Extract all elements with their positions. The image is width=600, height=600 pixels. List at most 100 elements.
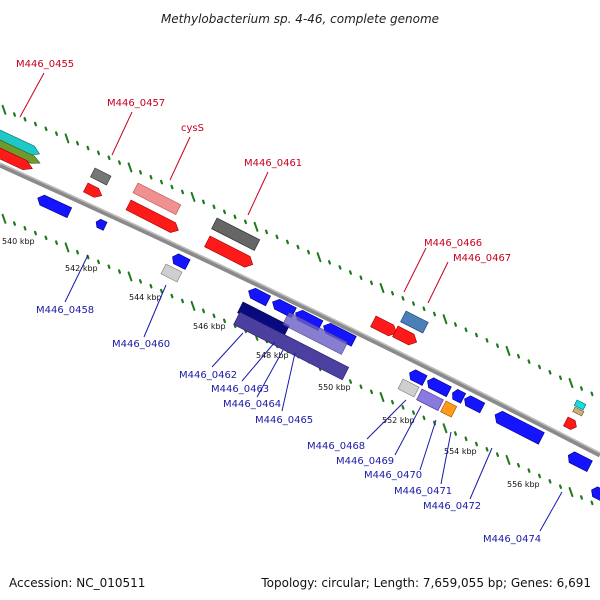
gene-arrow[interactable] — [90, 167, 112, 186]
gene-arrow[interactable] — [246, 286, 272, 307]
gene-label[interactable]: M446_0455 — [16, 59, 74, 70]
gene-label[interactable]: M446_0467 — [453, 253, 511, 264]
outer-tick-mark — [212, 204, 216, 210]
gene-label[interactable]: M446_0461 — [244, 158, 302, 169]
inner-tick-mark — [107, 264, 111, 270]
gene-arrow[interactable] — [282, 311, 349, 355]
kbp-label: 554 kbp — [444, 447, 477, 456]
inner-tick-mark — [212, 313, 216, 319]
gene-arrow[interactable] — [204, 235, 256, 270]
gene-arrow[interactable] — [233, 311, 350, 381]
inner-tick-mark — [369, 389, 374, 395]
gene-label[interactable]: M446_0472 — [423, 501, 481, 512]
outer-tick-mark — [474, 332, 479, 338]
gene-label[interactable]: M446_0462 — [179, 370, 237, 381]
genome-backbone-highlight — [0, 162, 600, 454]
outer-tick-mark — [117, 160, 122, 165]
map-title: Methylobacterium sp. 4-46, complete geno… — [161, 12, 439, 26]
gene-arrow[interactable] — [492, 409, 545, 445]
outer-tick-mark — [548, 370, 552, 375]
inner-tick-mark — [422, 415, 426, 421]
gene-arrow[interactable] — [0, 126, 42, 166]
gene-label[interactable]: M446_0470 — [364, 470, 422, 481]
inner-tick-mark — [495, 452, 500, 457]
forward-leader-lines — [19, 72, 449, 304]
outer-tick-mark — [442, 314, 448, 325]
gene-arrow[interactable] — [392, 325, 420, 348]
reverse-strand-genes — [35, 193, 600, 502]
outer-tick-mark — [33, 121, 38, 127]
inner-tick-mark — [485, 447, 489, 452]
gene-label[interactable]: M446_0471 — [394, 486, 452, 497]
outer-tick-mark — [379, 283, 385, 294]
forward-strand-genes — [0, 116, 587, 431]
gene-arrow[interactable] — [573, 399, 587, 411]
reverse-leader-lines — [64, 254, 563, 532]
inner-tick-mark — [548, 479, 552, 484]
inner-tick-mark — [442, 423, 448, 434]
outer-tick-mark — [590, 391, 594, 397]
kbp-label: 548 kbp — [256, 351, 289, 360]
gene-arrow[interactable] — [370, 315, 400, 338]
inner-tick-mark — [170, 293, 174, 299]
gene-label[interactable]: M446_0474 — [483, 534, 541, 545]
inner-tick-mark — [474, 441, 479, 447]
kbp-label: 540 kbp — [2, 237, 35, 246]
outer-tick-mark — [201, 199, 206, 205]
outer-tick-mark — [190, 191, 196, 202]
gene-label[interactable]: M446_0463 — [211, 384, 269, 395]
gene-arrow[interactable] — [211, 217, 261, 251]
gene-arrow[interactable] — [125, 199, 181, 235]
gene-label[interactable]: M446_0460 — [112, 339, 170, 350]
outer-tick-mark — [432, 311, 437, 317]
inner-tick-mark — [117, 269, 122, 274]
gene-arrow[interactable] — [450, 388, 467, 404]
outer-tick-mark — [107, 155, 111, 161]
outer-tick-mark — [411, 301, 416, 306]
kbp-label: 550 kbp — [318, 383, 351, 392]
gene-arrow[interactable] — [94, 218, 108, 231]
outer-tick-mark — [253, 221, 259, 232]
gene-arrow[interactable] — [440, 400, 458, 418]
inner-tick-mark — [23, 225, 27, 231]
genome-info-text: Topology: circular; Length: 7,659,055 bp… — [261, 576, 591, 590]
gene-arrow[interactable] — [566, 450, 593, 472]
gene-label[interactable]: M446_0457 — [107, 98, 165, 109]
outer-tick-mark — [401, 296, 405, 301]
inner-tick-mark — [348, 379, 353, 384]
gene-label[interactable]: M446_0469 — [336, 456, 394, 467]
gene-label[interactable]: M446_0458 — [36, 305, 94, 316]
gene-arrow[interactable] — [132, 182, 182, 215]
gene-label[interactable]: M446_0468 — [307, 441, 365, 452]
gene-arrow[interactable] — [83, 182, 104, 200]
outer-tick-mark — [264, 229, 269, 235]
gene-arrow[interactable] — [416, 388, 444, 411]
outer-tick-mark — [327, 260, 332, 265]
gene-label[interactable]: cysS — [181, 123, 204, 134]
gene-arrow[interactable] — [407, 368, 428, 386]
gene-arrow[interactable] — [0, 134, 34, 173]
gene-label[interactable]: M446_0465 — [255, 415, 313, 426]
gene-label[interactable]: M446_0466 — [424, 238, 482, 249]
gene-arrow[interactable] — [160, 263, 183, 283]
gene-arrow[interactable] — [400, 310, 429, 334]
inner-tick-mark — [537, 473, 542, 479]
outer-tick-mark — [23, 116, 27, 122]
inner-tick-mark — [590, 500, 594, 506]
gene-arrow[interactable] — [35, 193, 73, 219]
gene-arrow[interactable] — [462, 394, 486, 414]
inner-tick-mark — [75, 249, 80, 255]
gene-arrow[interactable] — [0, 116, 42, 158]
gene-arrow[interactable] — [397, 378, 420, 398]
inner-tick-mark — [401, 405, 405, 410]
gene-arrow[interactable] — [170, 252, 191, 270]
inner-tick-mark — [222, 318, 227, 324]
gene-arrow[interactable] — [572, 406, 585, 417]
gene-arrow[interactable] — [563, 416, 578, 431]
outer-tick-mark — [390, 290, 395, 296]
kbp-label: 552 kbp — [382, 416, 415, 425]
gene-label[interactable]: M446_0464 — [223, 399, 281, 410]
gene-arrow[interactable] — [589, 485, 600, 502]
outer-tick-mark — [348, 270, 353, 275]
gene-arrow[interactable] — [425, 376, 452, 398]
